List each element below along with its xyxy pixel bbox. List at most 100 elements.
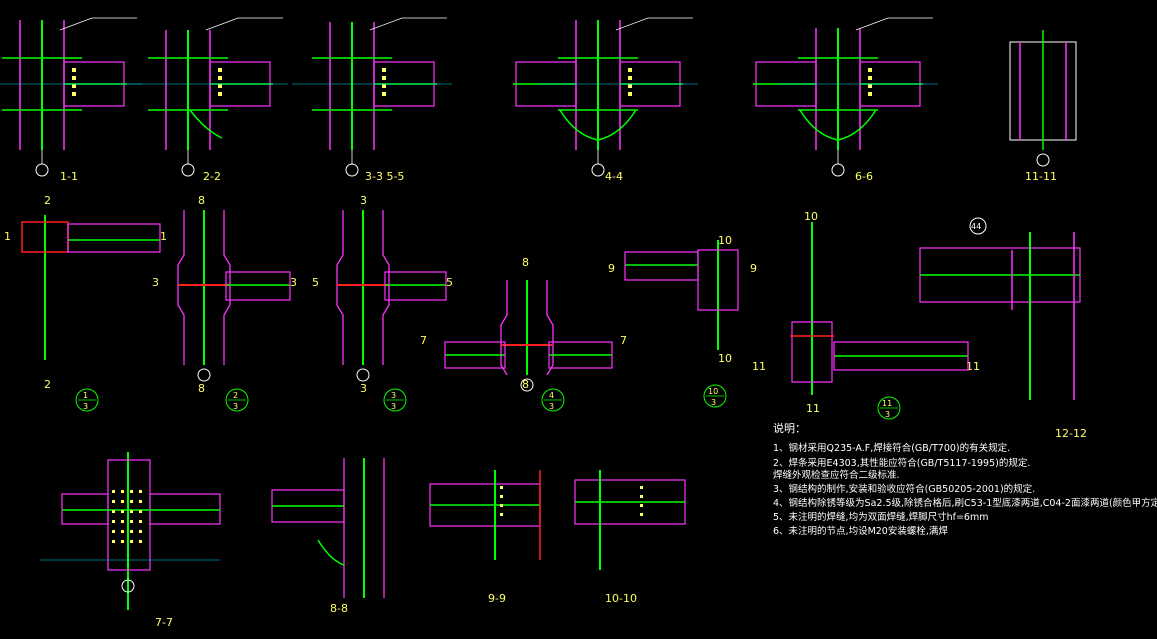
bolt [139,540,142,543]
cut-mark: 3 [152,276,159,289]
cut-mark: 8 [522,378,529,391]
curved-flange [317,539,345,566]
note-item: 4、钢结构除锈等级为Sa2.5级,除锈合格后,刷C53-1型底漆两道,C04-2… [773,497,1157,509]
cut-mark: 10 [804,210,818,223]
section-label-12-12: 12-12 [1055,427,1087,440]
cut-mark: 10 [718,234,732,247]
beam-outline [225,271,291,301]
detail-bubble-bottom: 3 [711,398,716,407]
bolt [139,510,142,513]
detail-bubble-top: 10 [708,387,718,396]
beam-outline [624,251,699,281]
bolt [130,520,133,523]
beam-outline [444,341,506,369]
detail-bubble-bottom: 3 [885,410,890,419]
bolt [72,92,76,96]
note-item: 1、钢材采用Q235-A.F,焊接符合(GB/T700)的有关规定. [773,442,1010,454]
bolt [121,500,124,503]
section-label-6-6: 6-6 [855,170,873,183]
cut-mark: 7 [620,334,627,347]
cut-mark: 5 [446,276,453,289]
notes-block: 说明： 1、钢材采用Q235-A.F,焊接符合(GB/T700)的有关规定. 2… [773,421,1157,537]
beam-outline [833,341,969,371]
cut-mark: 3 [360,194,367,207]
detail-bubble: 10 3 [703,384,727,408]
section-label-11-11: 11-11 [1025,170,1057,183]
section-labels: 1-1 2-2 3-3 5-5 4-4 6-6 11-11 12-12 7-7 … [60,170,1087,629]
column-flange [500,280,508,376]
cut-mark: 3 [290,276,297,289]
leader [205,17,239,31]
bolt [112,500,115,503]
detail-bubble-top: 4 [549,391,554,400]
column-flange [223,210,231,365]
bolt [382,68,386,72]
bolt [628,68,632,72]
note-item: 5、未注明的焊缝,均为双面焊缝,焊脚尺寸hf=6mm [773,511,988,523]
column-flange [382,210,390,365]
section-label-1-1: 1-1 [60,170,78,183]
detail-bubble: 4 3 [541,388,565,412]
note-item: 3、钢结构的制作,安装和验收应符合(GB50205-2001)的规定. [773,483,1035,495]
curved-flange [799,109,877,141]
bolt [500,486,503,489]
axis-bubble [121,579,135,593]
axis-bubble [197,368,211,382]
bolt [139,490,142,493]
leader [59,17,93,31]
leader [369,17,403,31]
note-item: 焊缝外观检查应符合二级标准. [773,469,900,481]
cut-mark: 3 [360,382,367,395]
cut-mark: 7 [420,334,427,347]
bolt [868,68,872,72]
cut-mark: 8 [198,194,205,207]
cut-mark: 8 [522,256,529,269]
column-outline [791,321,833,383]
cut-mark: 11 [966,360,980,373]
bolt [72,68,76,72]
bolt [500,504,503,507]
bolt [640,495,643,498]
detail-bubble-top: 11 [882,399,892,408]
bolt [640,486,643,489]
notes-title: 说明： [773,421,806,435]
tag-44: 44 [971,222,981,231]
bolt [628,84,632,88]
bolt [139,500,142,503]
beam-outline [149,493,221,525]
bolt [218,68,222,72]
axis-bubble [831,163,845,177]
bolt [72,76,76,80]
cut-mark: 11 [752,360,766,373]
column-flange [177,210,185,365]
curved-flange [189,109,223,139]
bolt [500,513,503,516]
cut-mark: 9 [750,262,757,275]
leader [855,17,889,31]
bolt [868,84,872,88]
cut-mark: 2 [44,378,51,391]
bolt [218,76,222,80]
bolt [130,510,133,513]
section-label-7-7: 7-7 [155,616,173,629]
bolt [112,540,115,543]
section-label-3-3-5-5: 3-3 5-5 [365,170,404,183]
bolt [112,520,115,523]
detail-bubble-bottom: 3 [549,402,554,411]
axis-bubble [520,378,534,392]
axis-bubble [591,163,605,177]
note-item: 2、焊条采用E4303,其性能应符合(GB/T5117-1995)的规定. [773,457,1030,469]
bolt [112,530,115,533]
bolt [218,92,222,96]
bolt [121,510,124,513]
detail-bubble: 1 3 [75,388,99,412]
detail-bubble-bottom: 3 [83,402,88,411]
bolt [130,530,133,533]
cut-mark: 5 [312,276,319,289]
bolt [382,92,386,96]
bolt [72,84,76,88]
cut-mark: 1 [160,230,167,243]
axis-bubble [35,163,49,177]
detail-bubble: 3 3 [383,388,407,412]
